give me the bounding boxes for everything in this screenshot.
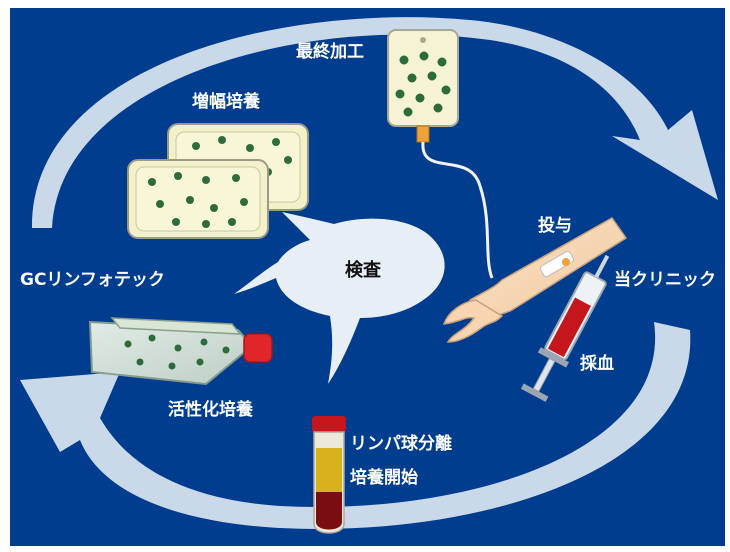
speech-bubble [234,212,445,384]
blood-tube-icon [312,416,346,534]
center-label: 検査 [345,260,381,281]
step-label-administration: 投与 [538,216,572,236]
step-label-lab: GCリンフォテック [20,270,165,290]
step-label-blood-collection: 採血 [580,354,614,374]
culture-flask-icon [88,317,273,386]
culture-dish-icon [127,123,309,239]
syringe-icon [520,254,610,402]
step-label-expansion-culture: 増幅培養 [192,92,260,112]
step-label-culture-start: 培養開始 [350,468,418,488]
step-label-clinic: 当クリニック [614,270,716,290]
step-label-activation-culture: 活性化培養 [168,400,253,420]
step-label-lymphocyte-separation: リンパ球分離 [350,434,452,454]
cycle-arrow-bottom [20,322,691,529]
step-label-final-processing: 最終加工 [296,42,364,62]
iv-bag-icon [387,29,494,279]
arm-icon [442,217,628,343]
